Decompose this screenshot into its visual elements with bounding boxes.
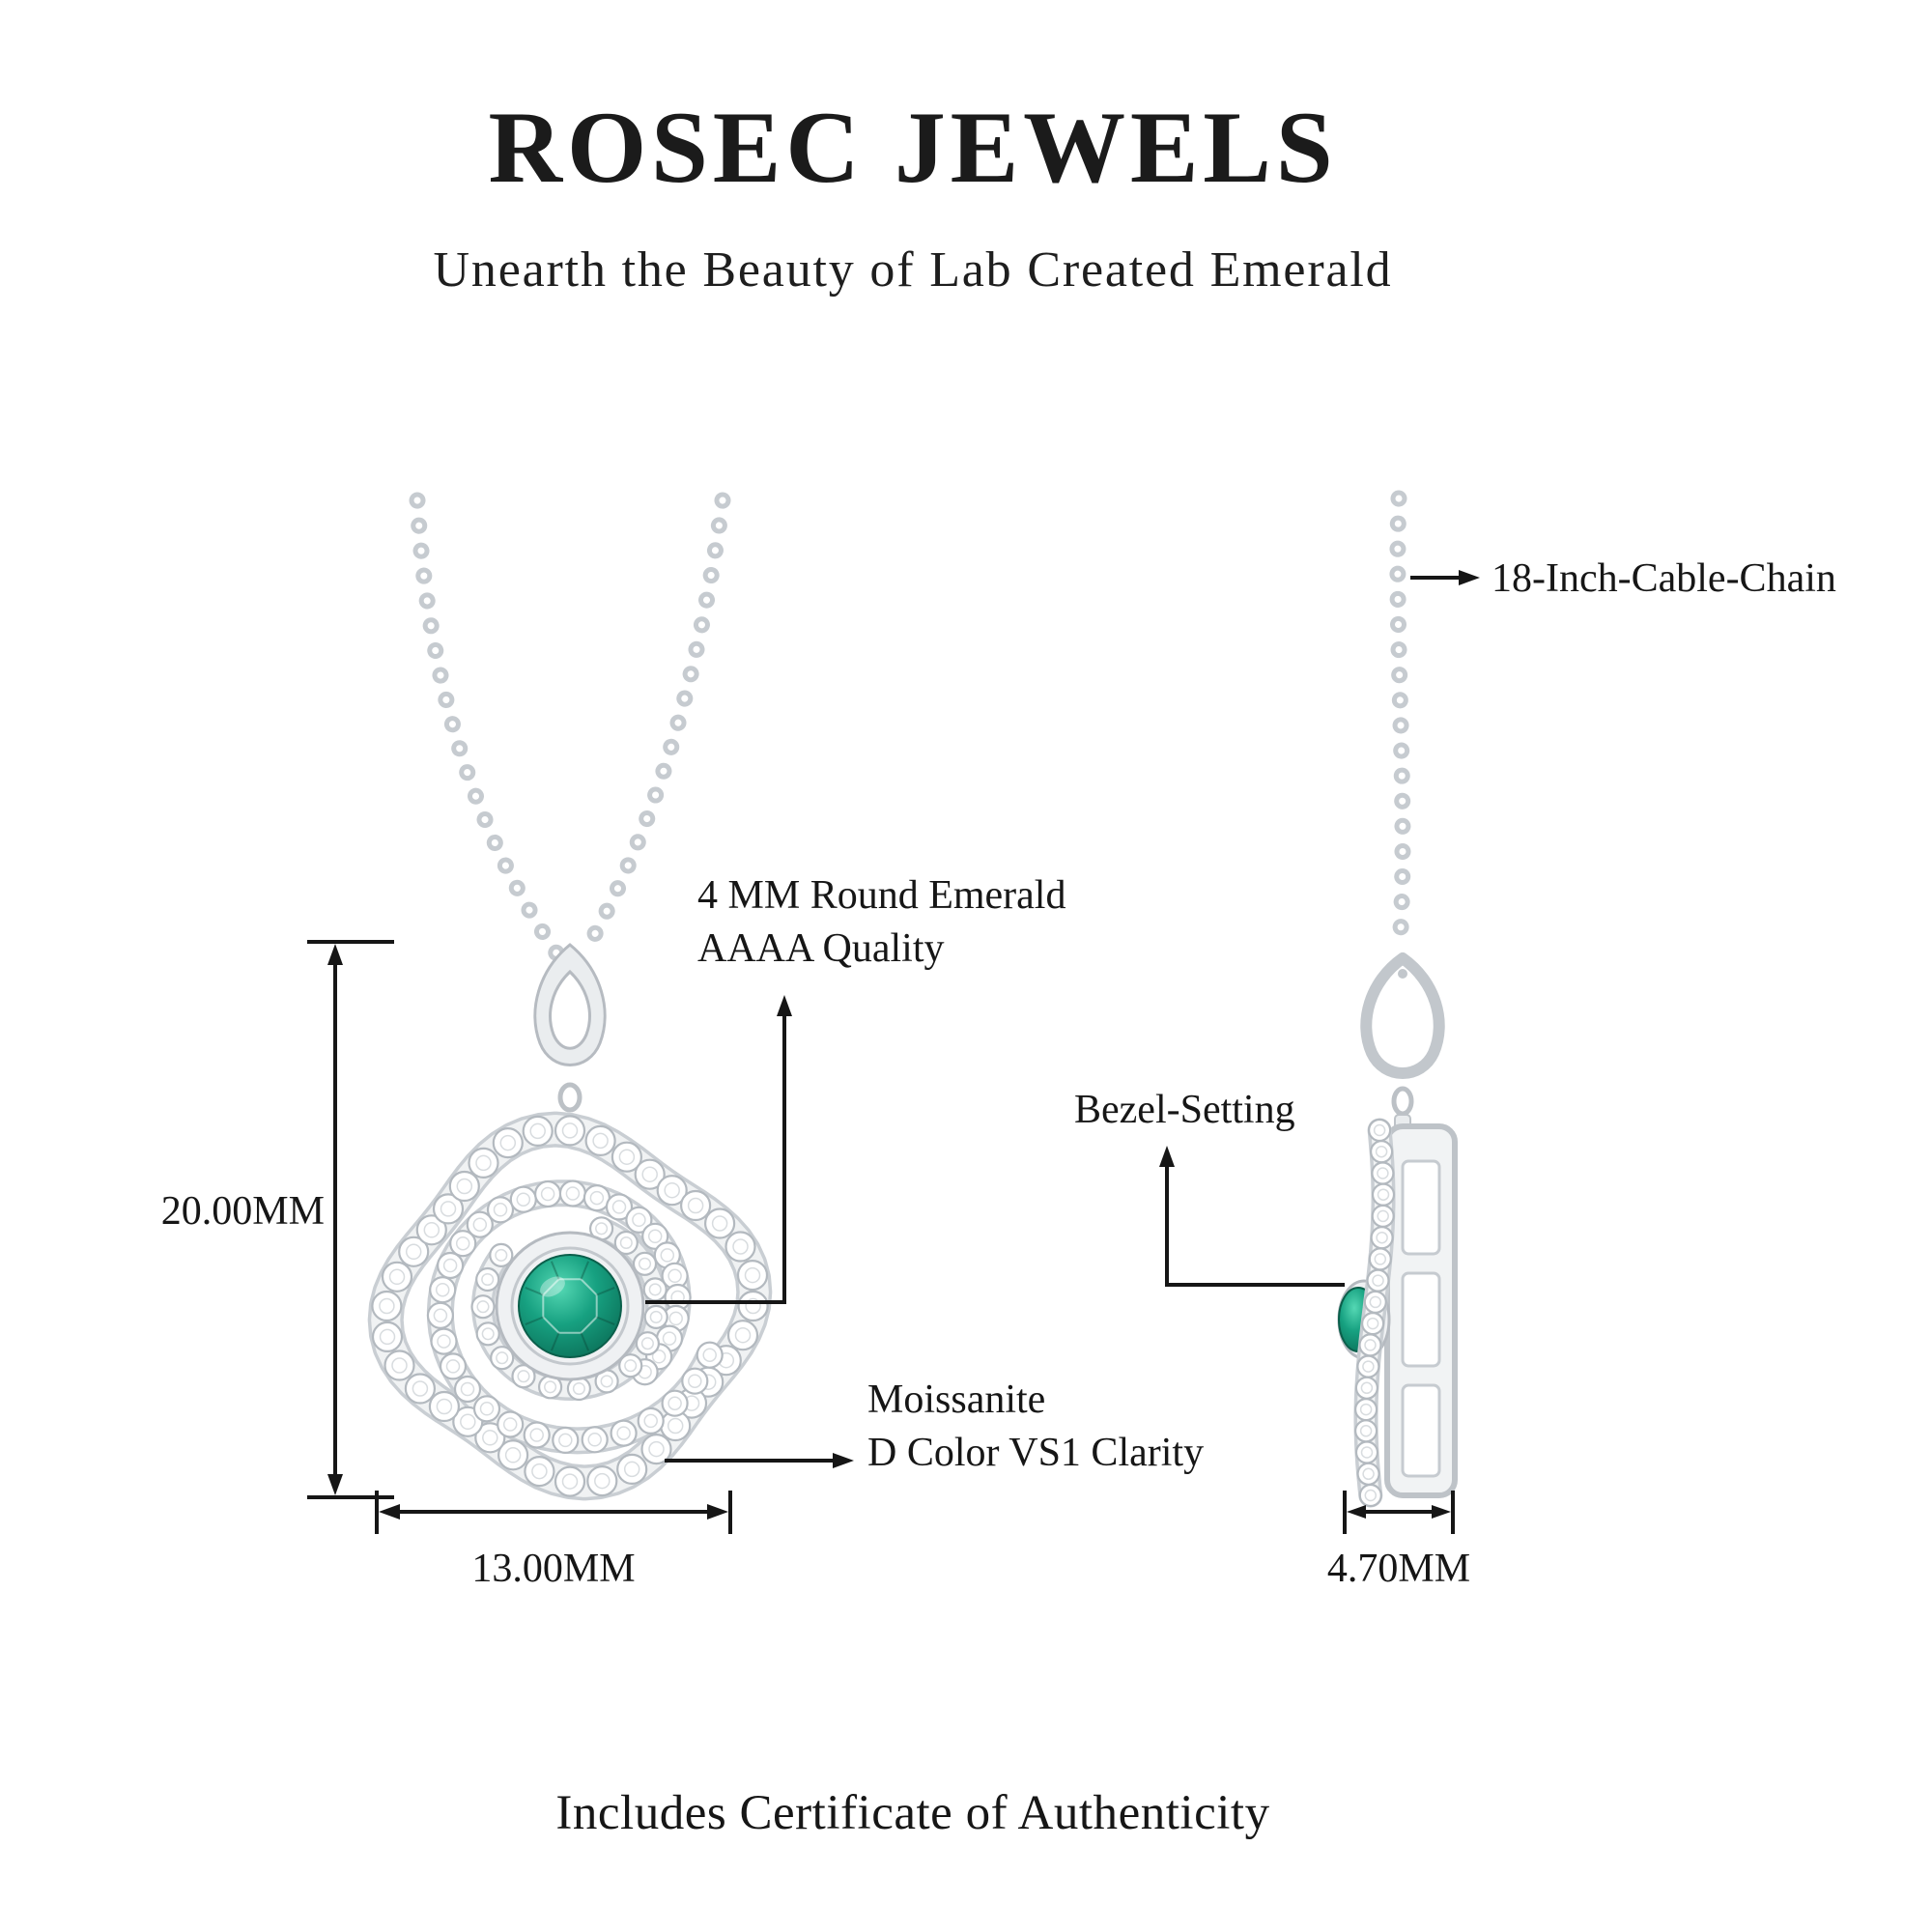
moissanite-annotation-arrow [665, 1453, 854, 1468]
bail-pin-side [1398, 969, 1407, 979]
bail-connector-ring-front [557, 1082, 582, 1113]
depth-dimension-label: 4.70MM [1326, 1547, 1471, 1591]
emerald-stone-front [518, 1254, 622, 1358]
moissanite-annotation-line2: D Color VS1 Clarity [867, 1430, 1205, 1475]
width-dimension-label: 13.00MM [471, 1547, 636, 1591]
emerald-annotation-line1: 4 MM Round Emerald [697, 873, 1066, 918]
moissanite-annotation-line1: Moissanite [867, 1378, 1046, 1422]
tagline: Unearth the Beauty of Lab Created Emeral… [433, 242, 1393, 298]
moissanite-annotation-label: Moissanite D Color VS1 Clarity [867, 1374, 1204, 1479]
chain-annotation-arrow [1410, 570, 1480, 585]
pendant-bail-side [1360, 952, 1445, 1079]
emerald-facets [525, 1261, 615, 1351]
cable-chain-front-view [409, 492, 731, 963]
brand-title: ROSEC JEWELS [488, 91, 1338, 204]
cable-chain-side-view [1389, 490, 1411, 938]
pendant-side-gallery [1384, 1123, 1458, 1498]
depth-dimension-line [1343, 1491, 1455, 1534]
certificate-note: Includes Certificate of Authenticity [555, 1786, 1270, 1840]
pendant-bail-front [533, 943, 607, 1066]
emerald-annotation-arrow [645, 995, 792, 1304]
emerald-annotation-label: 4 MM Round Emerald AAAA Quality [697, 869, 1065, 975]
bezel-annotation-arrow [1159, 1146, 1345, 1287]
height-dimension-line [307, 940, 394, 1499]
width-dimension-line [375, 1491, 732, 1534]
chain-annotation-label: 18-Inch-Cable-Chain [1492, 556, 1836, 601]
moissanite-stones-side [1353, 1118, 1396, 1508]
emerald-annotation-line2: AAAA Quality [697, 925, 945, 971]
height-dimension-label: 20.00MM [160, 1189, 325, 1234]
bail-connector-ring-side [1391, 1086, 1414, 1117]
bezel-annotation-label: Bezel-Setting [1074, 1088, 1295, 1132]
moissanite-stones-front [371, 1115, 769, 1497]
